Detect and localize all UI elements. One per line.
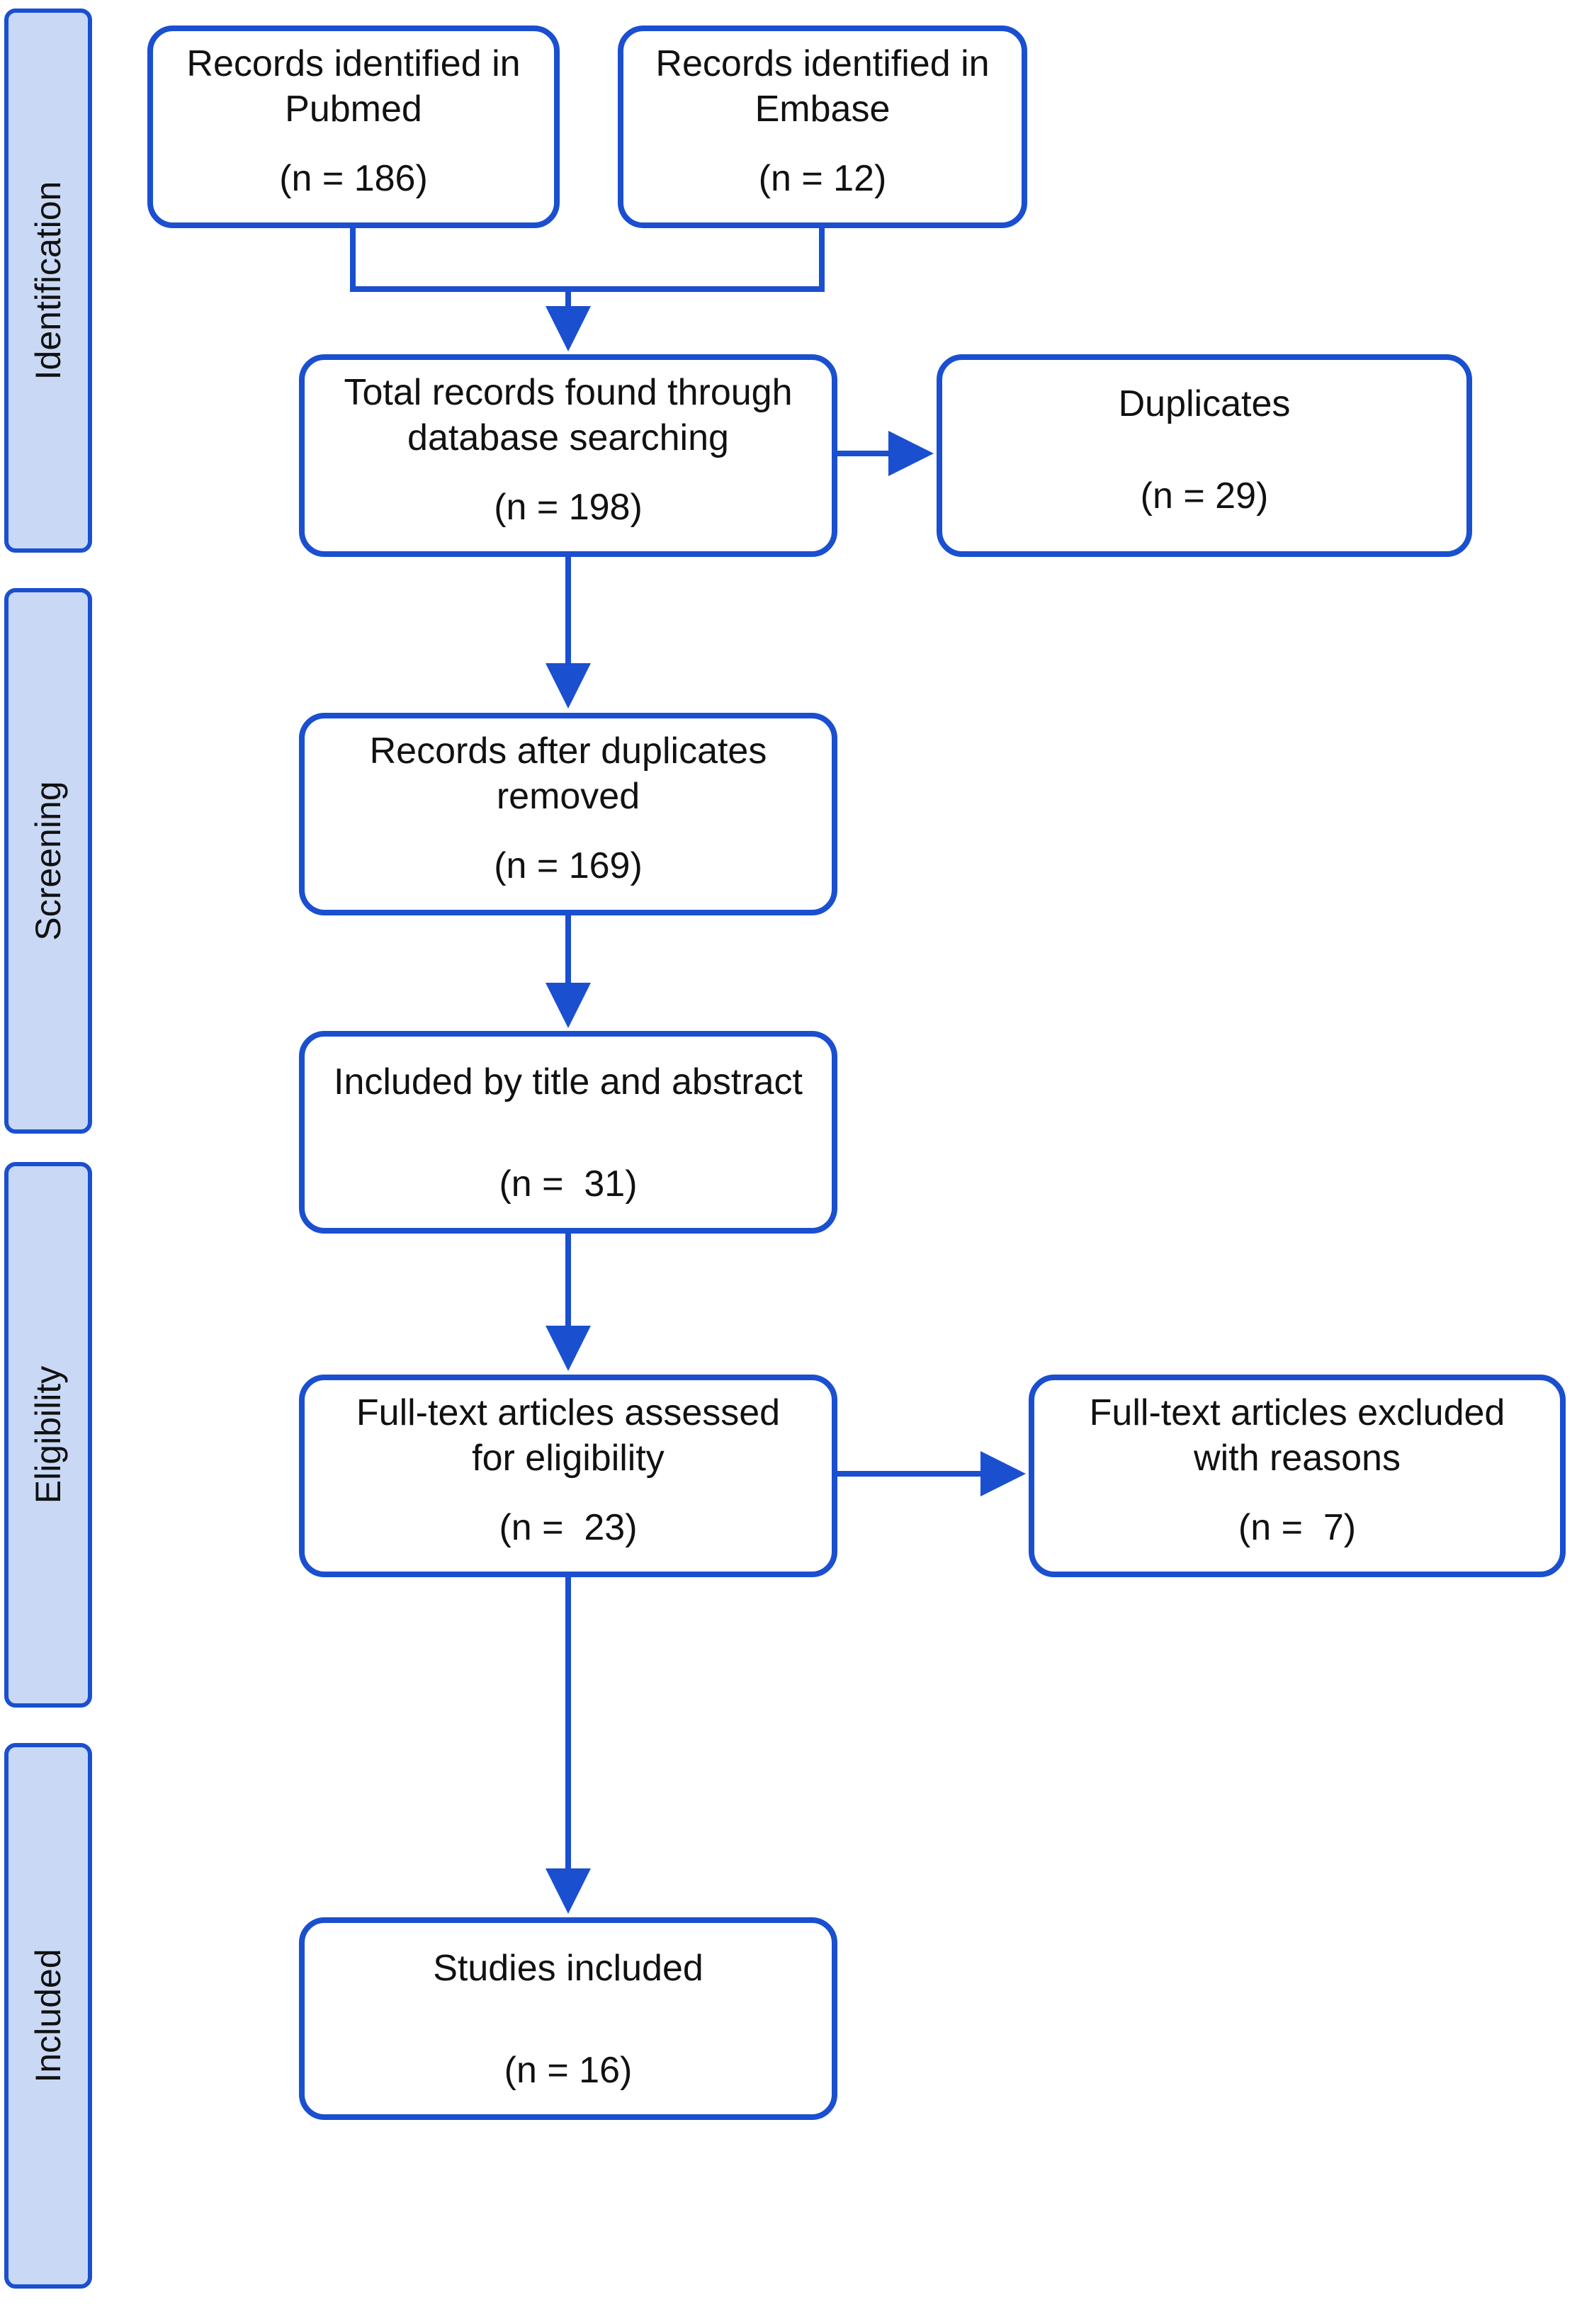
stage-bar-eligibility: Eligibility (4, 1162, 92, 1708)
box-count: (n = 7) (1238, 1507, 1357, 1548)
box-title: Records identified in Pubmed (186, 43, 521, 130)
box-total-records: Total records found through database sea… (299, 354, 837, 557)
box-count: (n = 31) (499, 1163, 638, 1205)
box-count: (n = 12) (758, 158, 887, 199)
box-pubmed-records: Records identified in Pubmed (n = 186) (147, 26, 560, 228)
box-title: Total records found through database sea… (344, 372, 793, 458)
box-records-after-duplicates: Records after duplicates removed (n = 16… (299, 713, 837, 915)
box-count: (n = 29) (1140, 475, 1269, 517)
box-title: Full-text articles assessed for eligibil… (356, 1392, 781, 1479)
box-title: Included by title and abstract (334, 1061, 803, 1102)
box-title: Full-text articles excluded with reasons (1089, 1392, 1505, 1479)
box-count: (n = 23) (499, 1507, 638, 1548)
box-count: (n = 169) (494, 845, 643, 886)
box-count: (n = 186) (279, 158, 428, 199)
box-title: Duplicates (1118, 383, 1291, 424)
box-title: Studies included (433, 1948, 703, 1989)
box-title: Records after duplicates removed (369, 731, 767, 817)
box-fulltext-excluded: Full-text articles excluded with reasons… (1029, 1375, 1566, 1577)
box-duplicates: Duplicates (n = 29) (937, 354, 1472, 557)
box-count: (n = 198) (494, 487, 643, 528)
stage-bar-identification: Identification (4, 9, 92, 553)
box-title: Records identified in Embase (655, 43, 990, 130)
box-count: (n = 16) (504, 2050, 633, 2091)
box-included-title-abstract: Included by title and abstract (n = 31) (299, 1031, 837, 1234)
box-studies-included: Studies included (n = 16) (299, 1917, 837, 2120)
stage-bar-included: Included (4, 1743, 92, 2289)
stage-bar-screening: Screening (4, 588, 92, 1134)
merge-line-pubmed-embase (350, 225, 825, 292)
box-fulltext-assessed: Full-text articles assessed for eligibil… (299, 1375, 837, 1577)
box-embase-records: Records identified in Embase (n = 12) (618, 26, 1027, 228)
